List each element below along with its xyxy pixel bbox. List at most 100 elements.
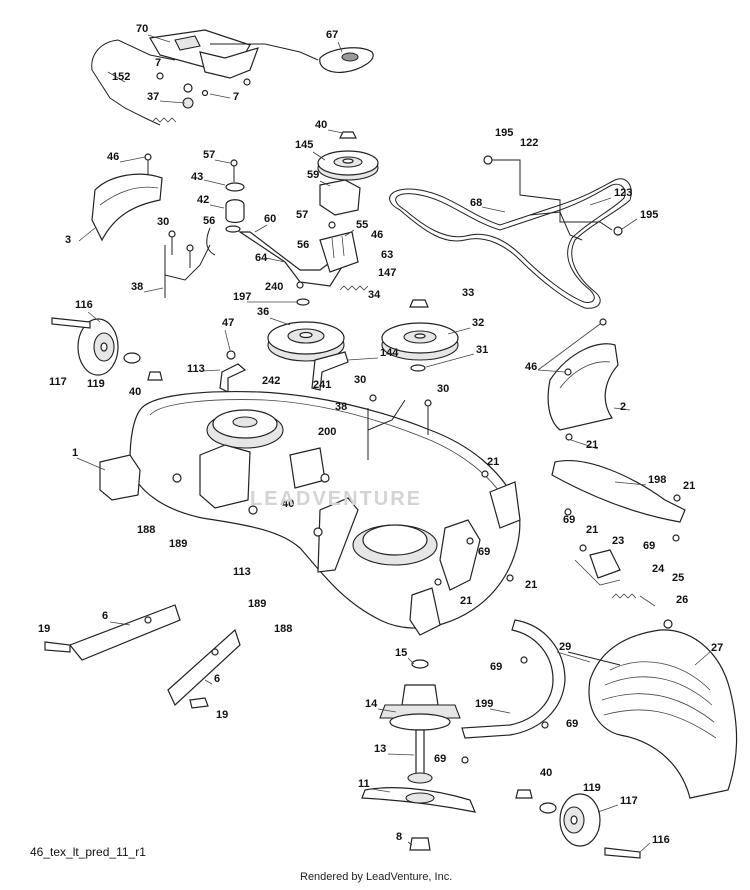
callout-63: 63 xyxy=(381,249,393,261)
callout-19: 19 xyxy=(38,623,50,635)
callout-242: 242 xyxy=(262,375,280,387)
callout-152: 152 xyxy=(112,71,130,83)
spring-25 xyxy=(611,593,673,629)
callout-145: 145 xyxy=(295,139,313,151)
callout-31: 31 xyxy=(476,344,488,356)
callout-189: 189 xyxy=(169,538,187,550)
callout-33: 33 xyxy=(462,287,474,299)
callout-116: 116 xyxy=(75,299,93,311)
callout-197: 197 xyxy=(233,291,251,303)
callout-1: 1 xyxy=(72,447,78,459)
callout-69: 69 xyxy=(478,546,490,558)
callout-46: 46 xyxy=(371,229,383,241)
diagram-code-label: 46_tex_lt_pred_11_r1 xyxy=(30,845,146,859)
callout-117: 117 xyxy=(620,795,638,807)
callout-69: 69 xyxy=(563,514,575,526)
callout-46: 46 xyxy=(107,151,119,163)
callout-30: 30 xyxy=(157,216,169,228)
callout-37: 37 xyxy=(147,91,159,103)
callout-7: 7 xyxy=(233,91,239,103)
callout-189: 189 xyxy=(248,598,266,610)
callout-2: 2 xyxy=(620,401,626,413)
callout-119: 119 xyxy=(583,782,601,794)
callout-67: 67 xyxy=(326,29,338,41)
callout-240: 240 xyxy=(265,281,283,293)
mower-deck-housing xyxy=(99,390,521,636)
callout-21: 21 xyxy=(525,579,537,591)
callout-27: 27 xyxy=(711,642,723,654)
callout-69: 69 xyxy=(566,718,578,730)
callout-32: 32 xyxy=(472,317,484,329)
callout-60: 60 xyxy=(264,213,276,225)
deck-pulley-36 xyxy=(267,281,345,362)
callout-116: 116 xyxy=(652,834,670,846)
bracket-144 xyxy=(311,351,349,391)
callout-11: 11 xyxy=(358,778,370,790)
callout-38: 38 xyxy=(335,401,347,413)
callout-200: 200 xyxy=(318,426,336,438)
discharge-chute-27 xyxy=(567,629,738,799)
belt-keeper-199 xyxy=(461,619,566,764)
belt-cover-left xyxy=(91,153,163,242)
callout-57: 57 xyxy=(203,149,215,161)
callout-188: 188 xyxy=(274,623,292,635)
deck-hanger-bracket-front xyxy=(44,604,181,661)
idler-pulley-145 xyxy=(317,131,379,181)
callout-123: 123 xyxy=(614,187,632,199)
anti-scalp-bracket-left xyxy=(164,230,211,298)
gauge-wheel-right xyxy=(515,789,641,859)
watermark-text: LEADVENTURE xyxy=(250,488,423,510)
callout-21: 21 xyxy=(487,456,499,468)
callout-8: 8 xyxy=(396,831,402,843)
idler-arm-assembly xyxy=(206,159,346,287)
callout-34: 34 xyxy=(368,289,381,301)
belt-guide-rod-122-123 xyxy=(483,155,623,241)
gauge-wheel-left xyxy=(51,317,163,381)
callout-25: 25 xyxy=(672,572,684,584)
callout-57: 57 xyxy=(296,209,308,221)
callout-23: 23 xyxy=(612,535,624,547)
callout-198: 198 xyxy=(648,474,666,486)
callout-6: 6 xyxy=(214,673,220,685)
callout-7: 7 xyxy=(155,57,161,69)
callout-241: 241 xyxy=(313,379,331,391)
callout-30: 30 xyxy=(354,374,366,386)
render-credit-text: Rendered by LeadVenture, Inc. xyxy=(300,871,453,883)
callout-64: 64 xyxy=(255,252,268,264)
callout-69: 69 xyxy=(434,753,446,765)
engagement-lever-assembly xyxy=(91,29,319,126)
callout-122: 122 xyxy=(520,137,538,149)
mower-blade xyxy=(361,787,476,851)
callout-38: 38 xyxy=(131,281,143,293)
callout-6: 6 xyxy=(102,610,108,622)
callout-113: 113 xyxy=(233,566,251,578)
deck-pulley-32 xyxy=(381,299,459,372)
callout-46: 46 xyxy=(525,361,537,373)
callout-3: 3 xyxy=(65,234,71,246)
callout-19: 19 xyxy=(216,709,228,721)
callout-188: 188 xyxy=(137,524,155,536)
callout-42: 42 xyxy=(197,194,209,206)
callout-59: 59 xyxy=(307,169,319,181)
callout-43: 43 xyxy=(191,171,203,183)
callout-14: 14 xyxy=(365,698,378,710)
callout-13: 13 xyxy=(374,743,386,755)
bracket-23 xyxy=(574,544,621,586)
idler-bracket-59 xyxy=(319,179,361,273)
callout-56: 56 xyxy=(297,239,309,251)
callout-195: 195 xyxy=(495,127,513,139)
callout-199: 199 xyxy=(475,698,493,710)
callout-26: 26 xyxy=(676,594,688,606)
callout-117: 117 xyxy=(49,376,67,388)
callout-70: 70 xyxy=(136,23,148,35)
callout-55: 55 xyxy=(356,219,368,231)
callout-119: 119 xyxy=(87,378,105,390)
drive-belt xyxy=(389,178,632,309)
callout-40: 40 xyxy=(129,386,141,398)
callout-29: 29 xyxy=(559,641,571,653)
callout-21: 21 xyxy=(683,480,695,492)
baffle-198 xyxy=(551,433,686,542)
callout-40: 40 xyxy=(315,119,327,131)
callout-68: 68 xyxy=(470,197,482,209)
